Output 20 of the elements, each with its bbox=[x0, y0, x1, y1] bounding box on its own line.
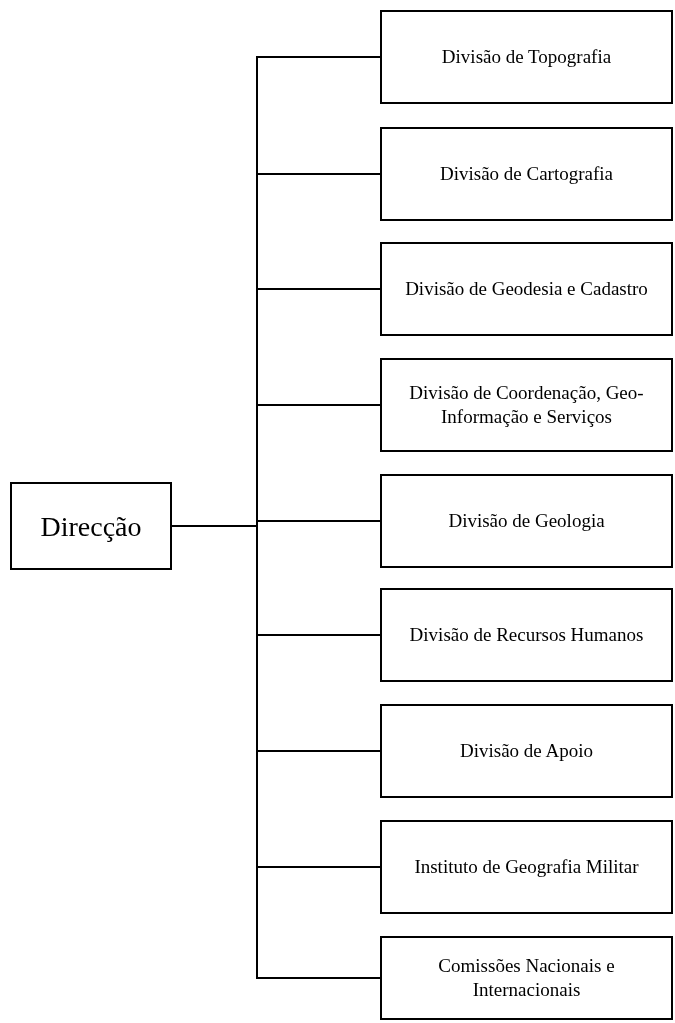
division-box bbox=[380, 588, 673, 682]
box-label: Instituto de Geografia Militar bbox=[414, 855, 639, 879]
box-label: Direcção bbox=[40, 509, 142, 544]
box-label: Divisão de Recursos Humanos bbox=[409, 623, 644, 647]
box-label: Divisão de Apoio bbox=[460, 739, 593, 763]
division-box bbox=[380, 704, 673, 798]
box-label: Divisão de Geologia bbox=[448, 509, 605, 533]
division-box bbox=[380, 936, 673, 1020]
division-box bbox=[380, 127, 673, 221]
division-box bbox=[380, 242, 673, 336]
box-label: Divisão de Cartografia bbox=[439, 162, 614, 186]
division-box bbox=[380, 820, 673, 914]
box-label: Divisão de Geodesia e Cadastro bbox=[405, 277, 648, 301]
box-label: Divisão de Topografia bbox=[441, 45, 612, 69]
division-box bbox=[380, 10, 673, 104]
box-label: Comissões Nacionais e Internacionais bbox=[437, 954, 616, 1002]
box-label: Divisão de Coordenação, Geo-Informação e Serviços bbox=[408, 381, 645, 429]
division-box bbox=[380, 358, 673, 452]
division-box bbox=[380, 474, 673, 568]
director-box bbox=[10, 482, 172, 570]
